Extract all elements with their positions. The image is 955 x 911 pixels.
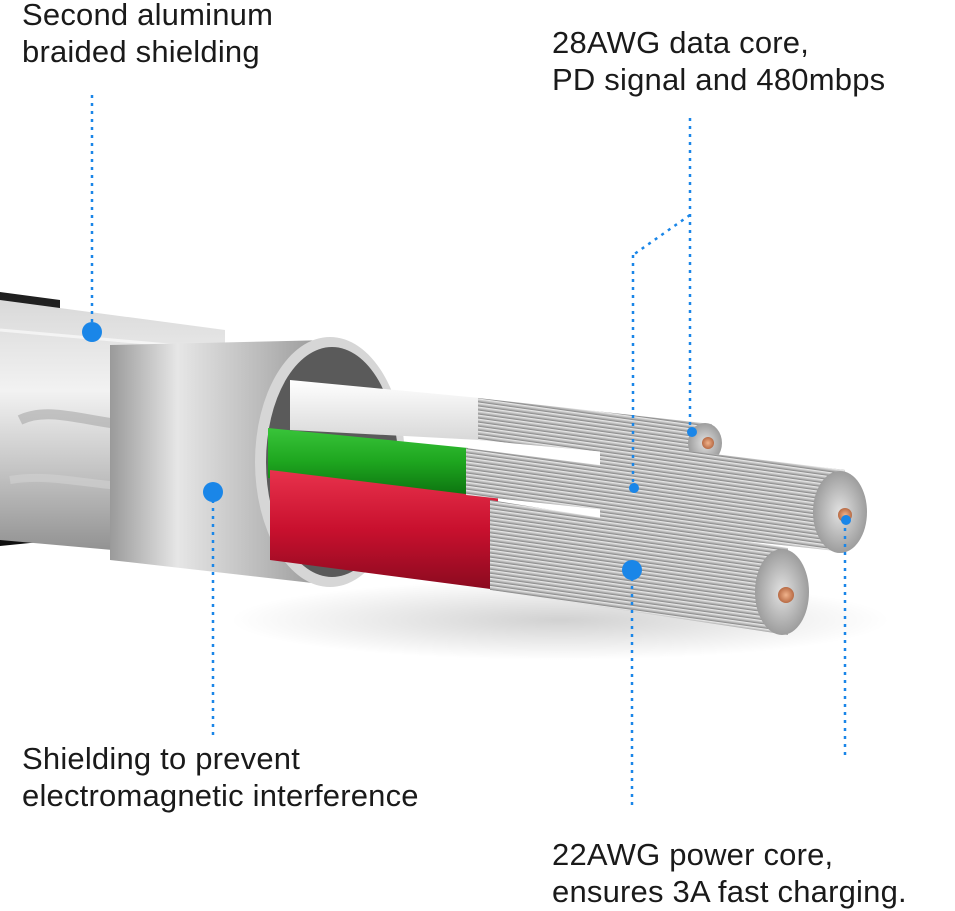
callout-label-power-core: 22AWG power core, ensures 3A fast chargi…	[552, 836, 907, 910]
power-core-strands-back	[600, 440, 845, 552]
callout-emi-shielding-line2: electromagnetic interference	[22, 778, 419, 813]
callout-emi-shielding-line1: Shielding to prevent	[22, 741, 301, 776]
callout-label-emi-shielding: Shielding to prevent electromagnetic int…	[22, 740, 419, 814]
callout-label-data-core: 28AWG data core, PD signal and 480mbps	[552, 24, 885, 98]
callout-power-core-line1: 22AWG power core,	[552, 837, 834, 872]
callout-dot-emi-shielding	[203, 482, 223, 502]
callout-dot-data-core-lower	[629, 483, 639, 493]
data-core-strands-upper	[478, 398, 712, 462]
callout-dot-power-core-back	[841, 515, 851, 525]
callout-dot-braided-shielding	[82, 322, 102, 342]
callout-dot-power-core-front	[622, 560, 642, 580]
power-core-copper-front	[778, 587, 794, 603]
leader-data-core-diagonal	[632, 213, 691, 257]
data-core-copper-upper	[702, 437, 714, 449]
callout-data-core-line2: PD signal and 480mbps	[552, 62, 886, 97]
callout-power-core-line2: ensures 3A fast charging.	[552, 874, 907, 909]
white-data-wire-insulation	[290, 380, 480, 440]
callout-dot-data-core-upper	[687, 427, 697, 437]
callout-braided-shielding-line2: braided shielding	[22, 34, 260, 69]
red-power-wire-insulation	[270, 470, 498, 590]
callout-data-core-line1: 28AWG data core,	[552, 25, 810, 60]
callout-braided-shielding-line1: Second aluminum	[22, 0, 274, 32]
callout-label-braided-shielding: Second aluminum braided shielding	[22, 0, 273, 70]
